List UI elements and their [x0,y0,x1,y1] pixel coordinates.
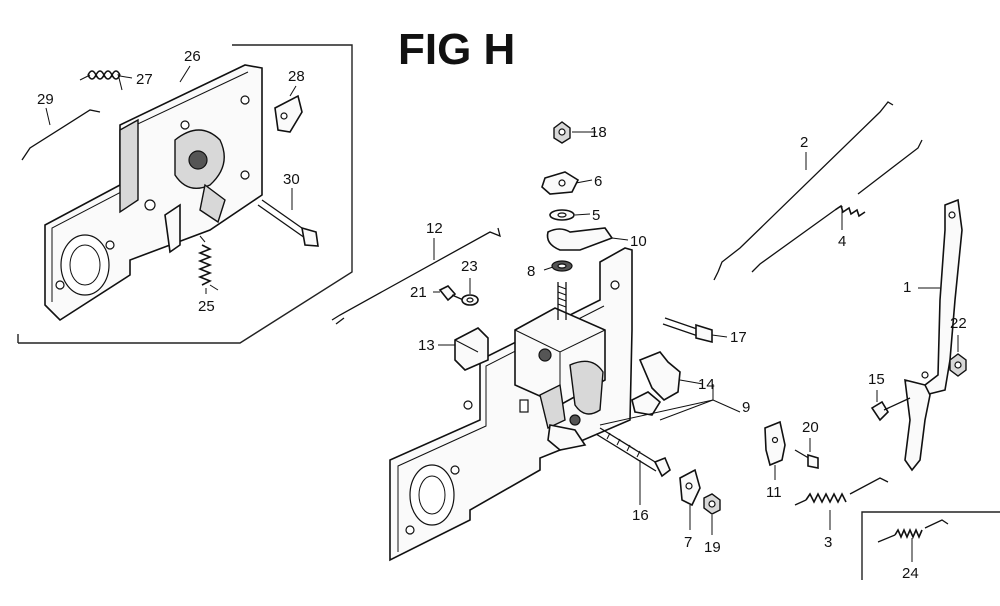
bolt-15 [870,397,911,422]
nut-22 [949,353,967,377]
part-14 [631,351,681,416]
callout-18: 18 [590,124,607,141]
screw-21-washer-23 [438,285,479,306]
callout-3: 3 [824,534,832,551]
inset-rod-29 [21,109,101,161]
callout-27: 27 [136,71,153,88]
part-11 [764,420,786,467]
callout-29: 29 [37,91,54,108]
bolt-17 [662,317,713,344]
figure-title: FIG H [398,25,515,74]
inset-spring-27 [79,70,123,91]
callout-16: 16 [632,507,649,524]
callout-20: 20 [802,419,819,436]
callout-13: 13 [418,337,435,354]
inset-bolt-30 [257,199,319,247]
callout-26: 26 [184,48,201,65]
callout-6: 6 [594,173,602,190]
callout-12: 12 [426,220,443,237]
spring-inset-frame [861,511,1000,580]
callout-23: 23 [461,258,478,275]
callout-7: 7 [684,534,692,551]
callout-22: 22 [950,315,967,332]
spring-3 [794,477,889,506]
callout-4: 4 [838,233,846,250]
callout-1: 1 [903,279,911,296]
callout-19: 19 [704,539,721,556]
callout-21: 21 [410,284,427,301]
plate-7 [679,468,701,507]
cable-4 [751,139,923,273]
callout-25: 25 [198,298,215,315]
inset-spring-25 [197,235,219,291]
rod-12 [331,227,501,325]
callout-28: 28 [288,68,305,85]
assembly-inset-frame [17,44,353,344]
callout-30: 30 [283,171,300,188]
inset-control-bracket [44,64,263,322]
callout-8: 8 [527,263,535,280]
callout-2: 2 [800,134,808,151]
spring-24 [877,519,949,543]
callout-17: 17 [730,329,747,346]
lever-1 [904,198,963,472]
callout-9: 9 [742,399,750,416]
inset-link-28 [274,94,303,133]
callout-5: 5 [592,207,600,224]
callout-labels: 1 2 3 4 5 6 7 8 9 10 11 12 13 14 15 16 1… [37,48,967,582]
part-13 [454,327,489,371]
callout-11: 11 [766,484,782,501]
bolt-16 [595,427,671,478]
callout-14: 14 [698,376,715,393]
callout-10: 10 [630,233,647,250]
leader-lines [45,65,959,562]
rod-2 [713,101,894,281]
screw-20 [794,449,819,469]
main-control-bracket [389,247,633,562]
callout-15: 15 [868,371,885,388]
callout-24: 24 [902,565,919,582]
nut-19 [703,493,721,515]
